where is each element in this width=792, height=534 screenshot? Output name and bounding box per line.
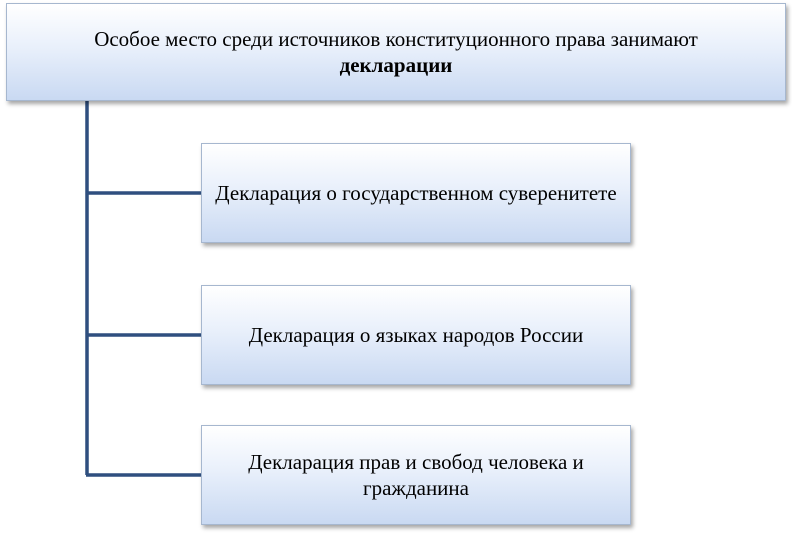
child-node-label: Декларация прав и свобод человека и граж…: [248, 449, 584, 500]
child-node-label: Декларация о языках народов России: [248, 322, 584, 347]
root-node-text: Особое место среди источников конституци…: [94, 26, 698, 79]
child-node-rights: Декларация прав и свобод человека и граж…: [201, 425, 631, 525]
child-node-sovereignty: Декларация о государственном суверенитет…: [201, 143, 631, 243]
child-node-label: Декларация о государственном суверенитет…: [215, 180, 617, 205]
root-node-label: Особое место среди источников конституци…: [94, 26, 698, 51]
child-node-languages: Декларация о языках народов России: [201, 285, 631, 385]
root-node-emphasis: декларации: [339, 53, 453, 77]
root-node: Особое место среди источников конституци…: [6, 3, 786, 101]
